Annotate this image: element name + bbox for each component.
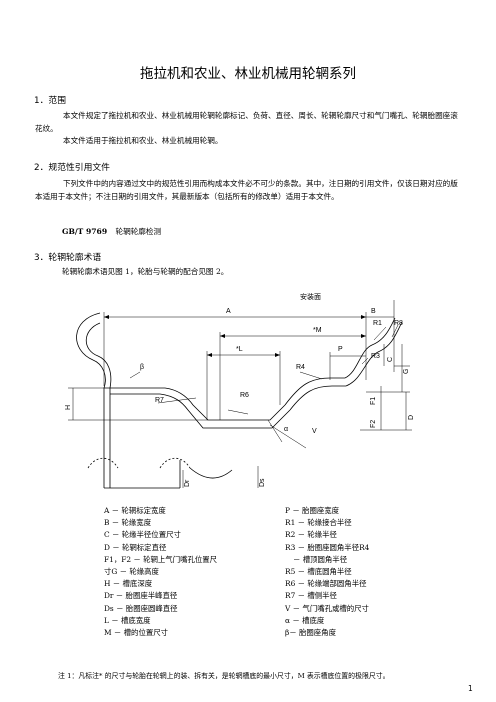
label-C: C (387, 356, 394, 362)
reference-line: GB/T 9769 轮辋轮廓检测 (62, 226, 492, 239)
lower-right-arc (189, 467, 233, 479)
right-flange-contour (344, 317, 396, 379)
left-bead-seat-inner-contour (110, 393, 291, 429)
leader-R4 (299, 371, 323, 380)
label-F2: F2 (370, 419, 377, 428)
section-1-paragraph-1: 本文件规定了拖拉机和农业、林业机械用轮辋轮廓标记、负荷、直径、周长、轮辋轮廓尺寸… (35, 111, 458, 133)
arrow-L-right (275, 353, 280, 357)
page-number: 1 (468, 684, 473, 693)
arrow-M-left (220, 334, 225, 338)
legend-item: R1 － 轮缘接合半径 (285, 518, 352, 528)
legend-item: α － 槽底度 (285, 615, 325, 625)
label-R4: R4 (296, 364, 305, 371)
section-3-paragraph-1: 轮辋轮廓术语见图 1，轮胎与轮辋的配合见图 2。 (62, 267, 229, 276)
valve-hole-left (87, 457, 119, 469)
legend-item: C － 轮缘半径位置尺寸 (104, 530, 181, 540)
label-G: G (403, 368, 410, 374)
leader-R3 (361, 357, 369, 365)
label-R6: R6 (240, 392, 249, 399)
valve-hole-right (159, 457, 191, 469)
legend-item: R7 － 槽侧半径 (285, 591, 337, 601)
label-L: *L (236, 346, 243, 353)
legend-item: － 槽顶圆角半径 (293, 554, 348, 564)
legend-item: L － 槽底宽度 (104, 615, 151, 625)
figure-note: 注 1：凡标注* 的尺寸与轮胎在轮辋上的装、拆有关，是轮辋槽底的最小尺寸，M 表… (58, 672, 390, 680)
page-title: 拖拉机和农业、林业机械用轮辋系列 (140, 66, 356, 82)
legend-left: A － 轮辋标定宽度 B － 轮缘宽度 C － 轮缘半径位置尺寸 D － 轮辋标… (104, 505, 217, 639)
section-2-heading: 2．规范性引用文件 (34, 163, 110, 173)
label-B: B (371, 308, 376, 315)
legend-right: P － 胎圈座宽度 R1 － 轮缘接合半径 R2 － 轮缘半径 R3 － 胎圈座… (285, 505, 369, 639)
legend-item: R2 － 轮缘半径 (285, 530, 337, 540)
legend-item: M － 槽的位置尺寸 (104, 628, 169, 638)
legend-item: V － 气门嘴孔或槽的尺寸 (285, 603, 369, 613)
mount-side-label: 安装面 (300, 293, 321, 301)
leader-R7 (157, 397, 197, 404)
legend-item: F1，F2 － 轮辋上气门嘴孔位置尺 (104, 554, 218, 564)
leader-R5 (227, 409, 249, 415)
section-1-paragraph-2: 本文件适用于拖拉机和农业、林业机械用轮辋。 (63, 136, 223, 145)
label-Ds: Ds (259, 478, 266, 487)
leader-R1 (373, 326, 387, 341)
label-F1: F1 (370, 396, 377, 405)
left-bead-seat-contour (104, 387, 286, 421)
right-flange-inner-contour (345, 321, 403, 387)
section-3-heading: 3．轮辋轮廓术语 (34, 253, 102, 263)
leader-R8 (391, 324, 399, 338)
section-2-paragraph-1: 下列文件中的内容通过文中的规范性引用而构成本文件必不可少的条款。其中，注日期的引… (35, 179, 458, 201)
legend-item: R5 － 槽底圆角半径 (285, 567, 352, 577)
label-A: A (226, 308, 231, 315)
legend-item: Ds － 胎圈座圆峰直径 (104, 603, 178, 613)
dim-line-alpha (267, 419, 283, 443)
label-M: *M (313, 327, 322, 334)
legend-item: B － 轮缘宽度 (104, 518, 152, 528)
left-flange-contour (76, 312, 106, 488)
label-R8: R8 (394, 320, 403, 327)
reference-code: GB/T 9769 (62, 227, 108, 236)
label-R1: R1 (373, 320, 382, 327)
legend-item: D － 轮辋标定直径 (104, 542, 167, 552)
arrow-A-left (104, 315, 109, 319)
label-D: D (408, 414, 415, 420)
left-flange-inner-contour (85, 322, 112, 488)
legend-item: 寸G － 轮缘高度 (104, 567, 159, 577)
label-beta: β (140, 364, 145, 371)
arrow-L-left (207, 353, 212, 357)
label-Dr: Dr (184, 479, 191, 487)
arrow-A-right (361, 315, 366, 319)
well-right-side-inner-contour (289, 385, 346, 411)
leader-beta (129, 371, 141, 379)
reference-title: 轮辋轮廓检测 (115, 227, 162, 236)
well-right-side-contour (284, 377, 345, 406)
label-alpha: α (284, 426, 289, 433)
legend-item: Dr － 胎圈座半峰直径 (104, 591, 178, 601)
label-P: P (338, 346, 343, 353)
legend-item: H － 槽底深度 (104, 579, 153, 589)
legend-item: β－ 胎圈座角度 (285, 628, 336, 638)
label-R3: R3 (371, 353, 380, 360)
legend-item: R3 － 胎圈座圆角半径R4 (285, 542, 370, 552)
legend-item: P － 胎圈座宽度 (285, 506, 340, 515)
legend-item: A － 轮辋标定宽度 (104, 506, 166, 515)
label-V: V (312, 428, 317, 435)
dim-line-V (269, 424, 307, 449)
arrow-M-right (361, 334, 366, 338)
section-1-heading: 1．范围 (34, 96, 66, 106)
legend-item: R6 － 轮缘端部圆角半径 (285, 579, 367, 589)
label-R7: R7 (155, 397, 164, 404)
label-H: H (65, 404, 72, 410)
